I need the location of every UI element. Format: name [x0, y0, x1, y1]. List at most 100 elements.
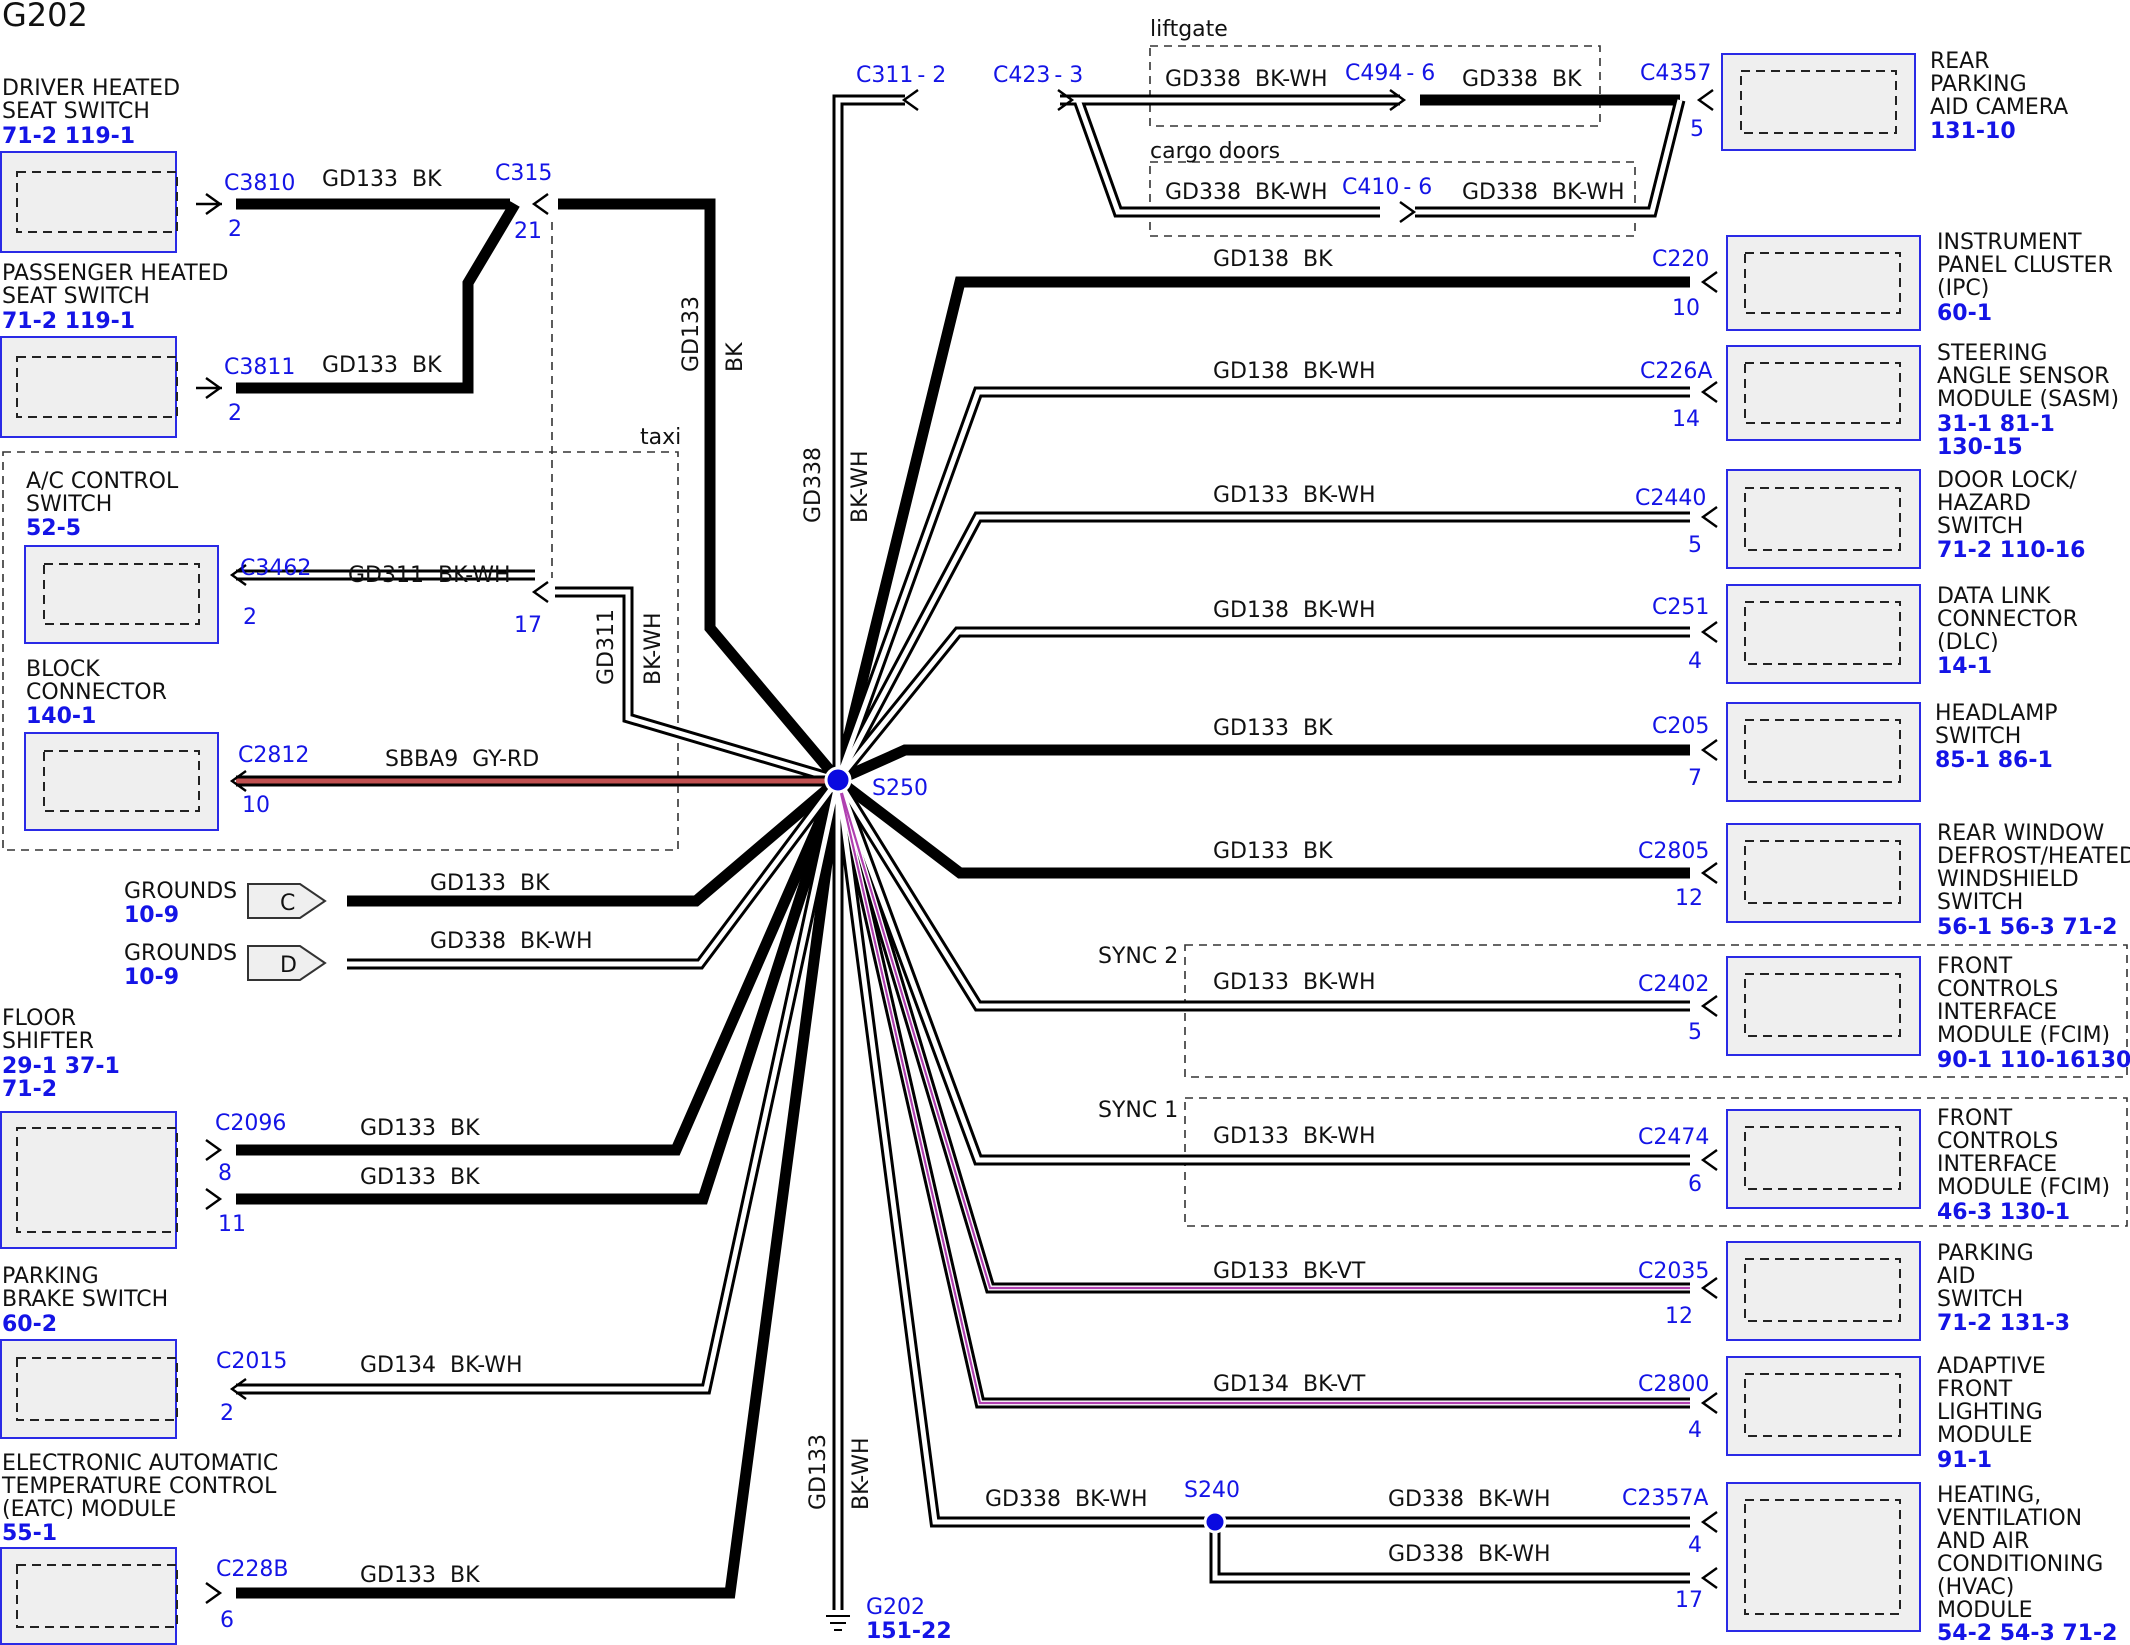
- passenger-seat-refs: 71-2 119-1: [2, 309, 135, 334]
- ground-d-letter: D: [280, 953, 297, 978]
- c228b-label: C228B: [216, 1557, 288, 1582]
- c2812-pin: 10: [242, 793, 270, 818]
- ipc-box[interactable]: [1726, 235, 1921, 331]
- c2035-label: C2035: [1638, 1259, 1709, 1284]
- c251-pin: 4: [1688, 649, 1702, 674]
- cargo-doors-region: [1149, 161, 1636, 237]
- floor-shifter-box[interactable]: [0, 1111, 177, 1249]
- grounds-c-ref: 10-9: [124, 903, 179, 928]
- c494-label: C494- 6: [1345, 61, 1435, 86]
- driver-seat-switch-box[interactable]: [0, 151, 177, 253]
- c220-label: C220: [1652, 247, 1709, 272]
- wire-c205: [835, 744, 1690, 786]
- ac-switch-refs: 52-5: [26, 516, 81, 541]
- c315-pin-bottom: 17: [514, 613, 542, 638]
- splice-s250[interactable]: [824, 766, 852, 794]
- grounds-c-name: GROUNDS: [124, 879, 237, 904]
- c226a-label: C226A: [1640, 359, 1712, 384]
- rear-defrost-refs: 56-1 56-3 71-2: [1937, 915, 2117, 940]
- ground-connector-d[interactable]: [247, 945, 327, 981]
- parking-aid-switch-box[interactable]: [1726, 1241, 1921, 1341]
- trunk-gd133-bk: GD133: [679, 296, 704, 372]
- sasm-box[interactable]: [1726, 345, 1921, 441]
- door-lock-hazard-switch-box[interactable]: [1726, 469, 1921, 569]
- trunk-gd133-bkwh: GD133: [806, 1434, 831, 1510]
- wire-c2096-8: [236, 777, 844, 1156]
- fcim-sync2-box[interactable]: [1726, 956, 1921, 1056]
- wire-c3811: [236, 201, 520, 394]
- sync2-region-label: SYNC 2: [1098, 944, 1178, 969]
- sync1-region-label: SYNC 1: [1098, 1098, 1178, 1123]
- fcim-sync1-refs: 46-3 130-1: [1937, 1200, 2070, 1225]
- c2096-pin-11: 11: [218, 1212, 246, 1237]
- trunk-gd338-color: BK-WH: [848, 450, 873, 523]
- ipc-refs: 60-1: [1937, 301, 1992, 326]
- dlc-refs: 14-1: [1937, 654, 1992, 679]
- wire-ground-c: [347, 775, 842, 907]
- wire-c2096-11: [236, 778, 844, 1205]
- c4357-pin: 5: [1690, 117, 1704, 142]
- dlc-box[interactable]: [1726, 584, 1921, 684]
- splice-s240[interactable]: [1203, 1510, 1227, 1534]
- ground-c-letter: C: [280, 891, 295, 916]
- wire-c220: [832, 276, 1690, 782]
- liftgate-region-label: liftgate: [1150, 17, 1228, 42]
- c3462-pin: 2: [243, 605, 257, 630]
- aflm-box[interactable]: [1726, 1356, 1921, 1456]
- rear-camera-box[interactable]: [1721, 53, 1916, 151]
- parking-aid-refs: 71-2 131-3: [1937, 1311, 2070, 1336]
- fcim-sync1-box[interactable]: [1726, 1109, 1921, 1209]
- c2096-pin-8: 8: [218, 1161, 232, 1186]
- eatc-module-box[interactable]: [0, 1547, 177, 1645]
- c2402-label: C2402: [1638, 972, 1709, 997]
- wires: [236, 94, 1690, 1631]
- c2096-label: C2096: [215, 1111, 286, 1136]
- ac-control-switch-box[interactable]: [24, 545, 219, 644]
- hvac-module-box[interactable]: [1726, 1482, 1921, 1632]
- ground-connector-c[interactable]: [247, 883, 327, 919]
- c251-label: C251: [1652, 595, 1709, 620]
- parking-brake-switch-box[interactable]: [0, 1339, 177, 1439]
- block-connector-box[interactable]: [24, 732, 219, 831]
- c2474-label: C2474: [1638, 1125, 1709, 1150]
- g202-ref: 151-22: [866, 1619, 952, 1644]
- trunk-gd133-bkwh-color: BK-WH: [849, 1437, 874, 1510]
- c2357a-label: C2357A: [1622, 1486, 1708, 1511]
- fcim-sync2-refs: 90-1 110-16130-2: [1937, 1048, 2130, 1073]
- c3811-pin: 2: [228, 401, 242, 426]
- trunk-gd311: GD311: [594, 609, 619, 685]
- headlamp-refs: 85-1 86-1: [1935, 748, 2053, 773]
- sync2-region: [1184, 944, 2128, 1078]
- c2805-pin: 12: [1675, 886, 1703, 911]
- wire-c228b: [236, 779, 844, 1599]
- passenger-seat-switch-box[interactable]: [0, 336, 177, 438]
- c226a-pin: 14: [1672, 407, 1700, 432]
- headlamp-switch-box[interactable]: [1726, 702, 1921, 802]
- rear-defrost-switch-box[interactable]: [1726, 823, 1921, 923]
